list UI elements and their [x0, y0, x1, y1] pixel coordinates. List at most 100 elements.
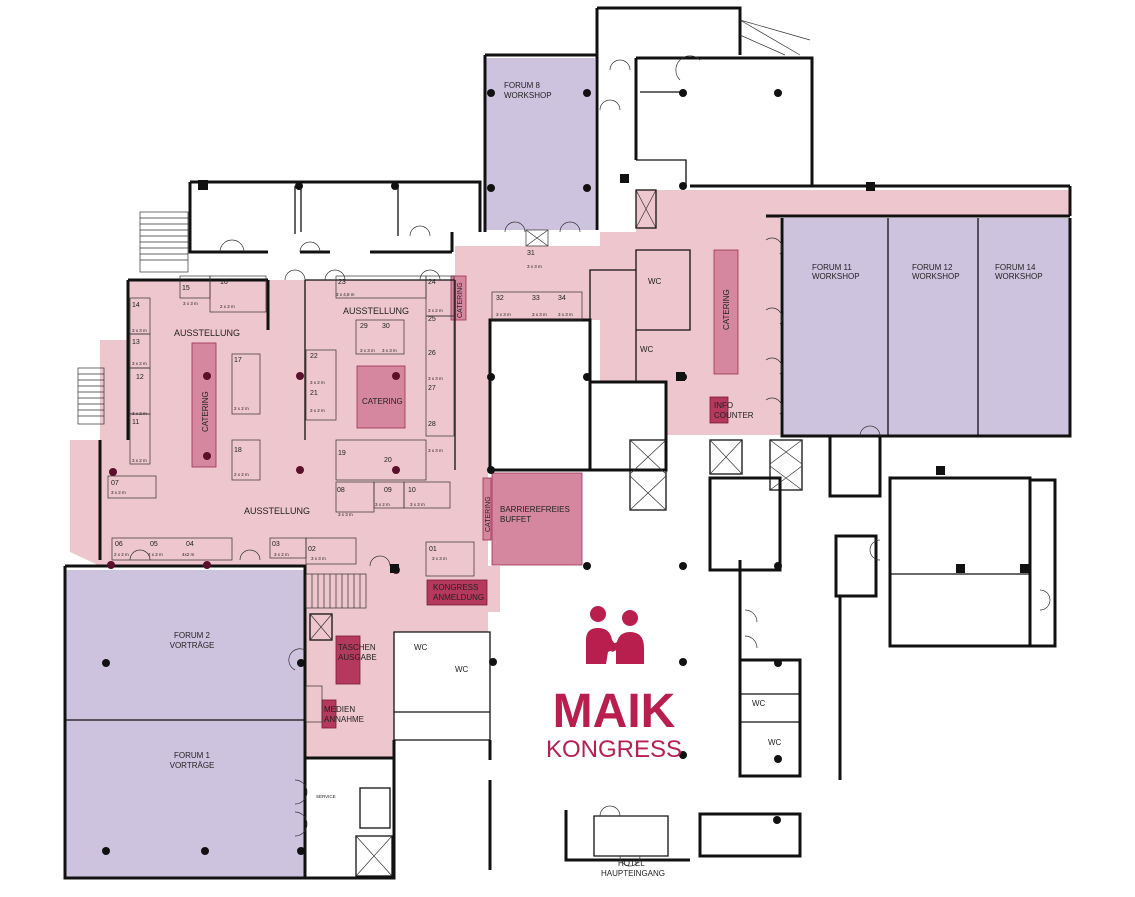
svg-text:2 x 2 m: 2 x 2 m [234, 406, 249, 411]
hotel-label-2: HAUPTEINGANG [601, 869, 665, 878]
booth-19: 19 [338, 450, 346, 457]
booth-02: 02 [308, 546, 316, 553]
svg-text:3 x 2 m: 3 x 2 m [375, 502, 390, 507]
booth-04: 04 [186, 541, 194, 548]
wc-label-2: WC [640, 345, 654, 354]
info-label-1: INFO [714, 401, 733, 410]
forum8-sub: WORKSHOP [504, 91, 552, 100]
booth-13: 13 [132, 339, 140, 346]
catering-blocks [191, 249, 739, 566]
booth-05: 05 [150, 541, 158, 548]
service-label: SERVICE [316, 794, 336, 799]
medien-label-2: ANNAHME [324, 715, 364, 724]
forum1-sub: VORTRÄGE [170, 761, 215, 770]
svg-text:4x2 m: 4x2 m [182, 552, 195, 557]
svg-text:3 x 2 m: 3 x 2 m [111, 490, 126, 495]
forum-labels: FORUM 8 WORKSHOP FORUM 11 WORKSHOP FORUM… [504, 81, 1043, 281]
svg-text:3 x 2 m: 3 x 2 m [132, 361, 147, 366]
booth-08: 08 [337, 487, 345, 494]
catering-right-label: CATERING [722, 289, 731, 330]
svg-text:3 x 3 m: 3 x 3 m [432, 556, 447, 561]
wc-label-1: WC [648, 277, 662, 286]
svg-text:3 x 3 m: 3 x 3 m [183, 301, 198, 306]
booth-23: 23 [338, 279, 346, 286]
wc-labels: WC WC WC WC WC WC [414, 277, 782, 747]
ausstellung-mid-label: AUSSTELLUNG [343, 306, 409, 316]
booth-01: 01 [429, 546, 437, 553]
booth-24: 24 [428, 279, 436, 286]
forum1-room [65, 720, 305, 877]
svg-text:3 x 3 m: 3 x 3 m [338, 512, 353, 517]
walls [63, 6, 1072, 880]
forum2-room [65, 570, 305, 720]
booth-11: 11 [132, 419, 139, 426]
booth-20: 20 [384, 457, 392, 464]
buffet-label-2: BUFFET [500, 515, 531, 524]
forum14-room [978, 218, 1070, 436]
booth-outlines [107, 275, 583, 577]
booth-18: 18 [234, 447, 242, 454]
booth-31: 31 [527, 250, 535, 257]
logo-maik: MAIK [553, 685, 676, 738]
catering-side-block [482, 477, 492, 541]
booth-34: 34 [558, 295, 566, 302]
exhibition-zones [70, 190, 1070, 758]
svg-text:3 x 2 m: 3 x 2 m [274, 552, 289, 557]
kongress-label-1: KONGRESS [433, 583, 478, 592]
door-arcs [129, 55, 1051, 867]
buffet-block [491, 472, 583, 566]
forum11-sub: WORKSHOP [812, 272, 860, 281]
maik-logo: MAIK KONGRESS [546, 606, 682, 763]
svg-text:2 x 2 m: 2 x 2 m [234, 472, 249, 477]
buffet-label-1: BARRIEREFREIES [500, 505, 570, 514]
booth-26: 26 [428, 350, 436, 357]
forum8-room [485, 58, 595, 230]
forum12-name: FORUM 12 [912, 263, 953, 272]
svg-text:2 x 2 m: 2 x 2 m [114, 552, 129, 557]
catering-left-label: CATERING [201, 391, 210, 432]
taschen-label-2: AUSGABE [338, 653, 377, 662]
elevators [309, 189, 803, 877]
svg-text:3 x 2 m: 3 x 2 m [428, 308, 443, 313]
forum12-sub: WORKSHOP [912, 272, 960, 281]
wc-label-3: WC [414, 643, 428, 652]
svg-text:3 x 3 m: 3 x 3 m [382, 348, 397, 353]
forum2-name: FORUM 2 [174, 631, 211, 640]
booth-09: 09 [384, 487, 392, 494]
forum1-name: FORUM 1 [174, 751, 211, 760]
booth-33: 33 [532, 295, 540, 302]
catering-left-block [191, 342, 217, 468]
wc-label-4: WC [455, 665, 469, 674]
forum14-name: FORUM 14 [995, 263, 1036, 272]
logo-people-icon [586, 606, 644, 664]
svg-text:3 x 2 m: 3 x 2 m [132, 411, 147, 416]
booth-22: 22 [310, 353, 318, 360]
svg-text:3 x 2 m: 3 x 2 m [310, 380, 325, 385]
booth-32: 32 [496, 295, 504, 302]
booth-30: 30 [382, 323, 390, 330]
svg-text:3 x 2 m: 3 x 2 m [132, 458, 147, 463]
svg-text:3 x 3 m: 3 x 3 m [496, 312, 511, 317]
booth-16: 16 [220, 279, 228, 286]
booth-25: 25 [428, 316, 436, 323]
svg-text:3 x 3 m: 3 x 3 m [527, 264, 542, 269]
catering-side-label: CATERING [485, 496, 492, 532]
booth-12: 12 [136, 374, 144, 381]
svg-text:2 x 2 m: 2 x 2 m [148, 552, 163, 557]
wc-label-6: WC [768, 738, 782, 747]
columns [102, 89, 1029, 855]
catering-top-label: CATERING [457, 282, 464, 318]
booth-29: 29 [360, 323, 368, 330]
svg-text:3 x 3 m: 3 x 3 m [532, 312, 547, 317]
dark-markers [321, 396, 729, 729]
booth-17: 17 [234, 357, 242, 364]
svg-text:3 x 3 m: 3 x 3 m [132, 328, 147, 333]
ausstellung-bottom-label: AUSSTELLUNG [244, 506, 310, 516]
svg-text:3 x 3 m: 3 x 3 m [428, 376, 443, 381]
kongress-label-2: ANMELDUNG [433, 593, 484, 602]
svg-text:3 x 3 m: 3 x 3 m [360, 348, 375, 353]
forum8-name: FORUM 8 [504, 81, 541, 90]
forum11-name: FORUM 11 [812, 263, 852, 272]
catering-mid-label: CATERING [362, 397, 403, 406]
